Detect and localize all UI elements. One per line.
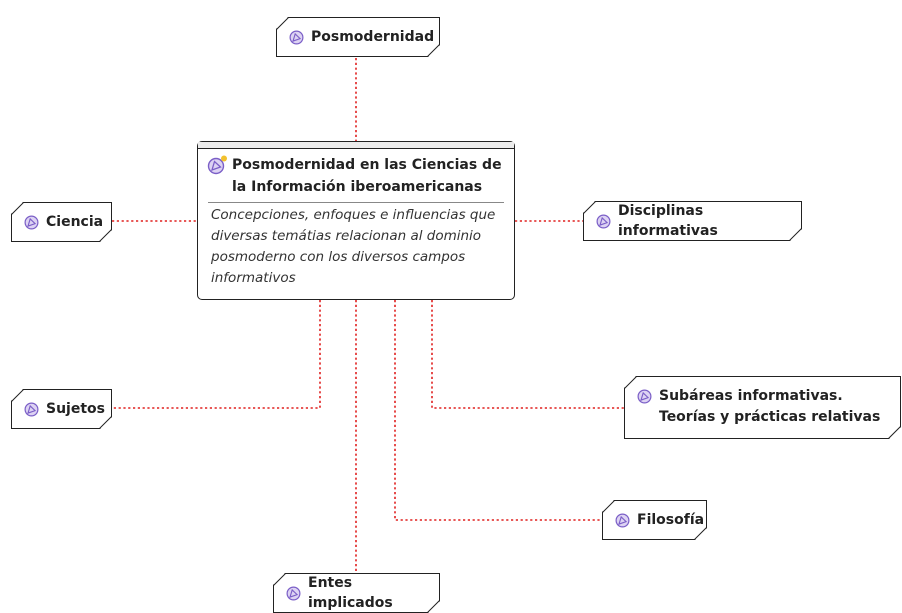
central-topic-title: Posmodernidad en las Ciencias de la Info…: [232, 157, 502, 195]
node-label: Posmodernidad: [311, 29, 435, 45]
connector-sujetos: [112, 300, 321, 409]
node-label: Subáreas informativas. Teorías y práctic…: [659, 388, 881, 425]
topic-icon: [289, 30, 304, 45]
topic-icon: [286, 586, 301, 601]
node-subareas-informativas[interactable]: Subáreas informativas. Teorías y práctic…: [624, 376, 901, 439]
central-topic[interactable]: Posmodernidad en las Ciencias de la Info…: [197, 141, 515, 300]
node-label: Disciplinas informativas: [618, 203, 718, 239]
central-topic-divider: [208, 202, 504, 203]
central-topic-header-bar: [198, 142, 514, 149]
node-entes-implicados[interactable]: Entes implicados: [273, 573, 440, 613]
node-label: Filosofía: [637, 512, 705, 528]
node-label: Entes implicados: [308, 575, 393, 611]
connector-subareas: [431, 300, 624, 409]
topic-icon: [207, 155, 227, 175]
node-disciplinas-informativas[interactable]: Disciplinas informativas: [583, 201, 802, 241]
central-topic-description: Concepciones, enfoques e influencias que…: [211, 207, 496, 286]
node-posmodernidad[interactable]: Posmodernidad: [276, 17, 440, 57]
topic-icon: [596, 214, 611, 229]
node-label: Sujetos: [46, 401, 105, 417]
topic-icon: [637, 389, 652, 404]
node-ciencia[interactable]: Ciencia: [11, 202, 112, 242]
topic-icon: [24, 402, 39, 417]
node-label: Ciencia: [46, 214, 104, 230]
node-filosofia[interactable]: Filosofía: [602, 500, 707, 540]
topic-icon: [615, 513, 630, 528]
connector-filosofia: [394, 300, 602, 521]
topic-icon: [24, 215, 39, 230]
node-sujetos[interactable]: Sujetos: [11, 389, 112, 429]
